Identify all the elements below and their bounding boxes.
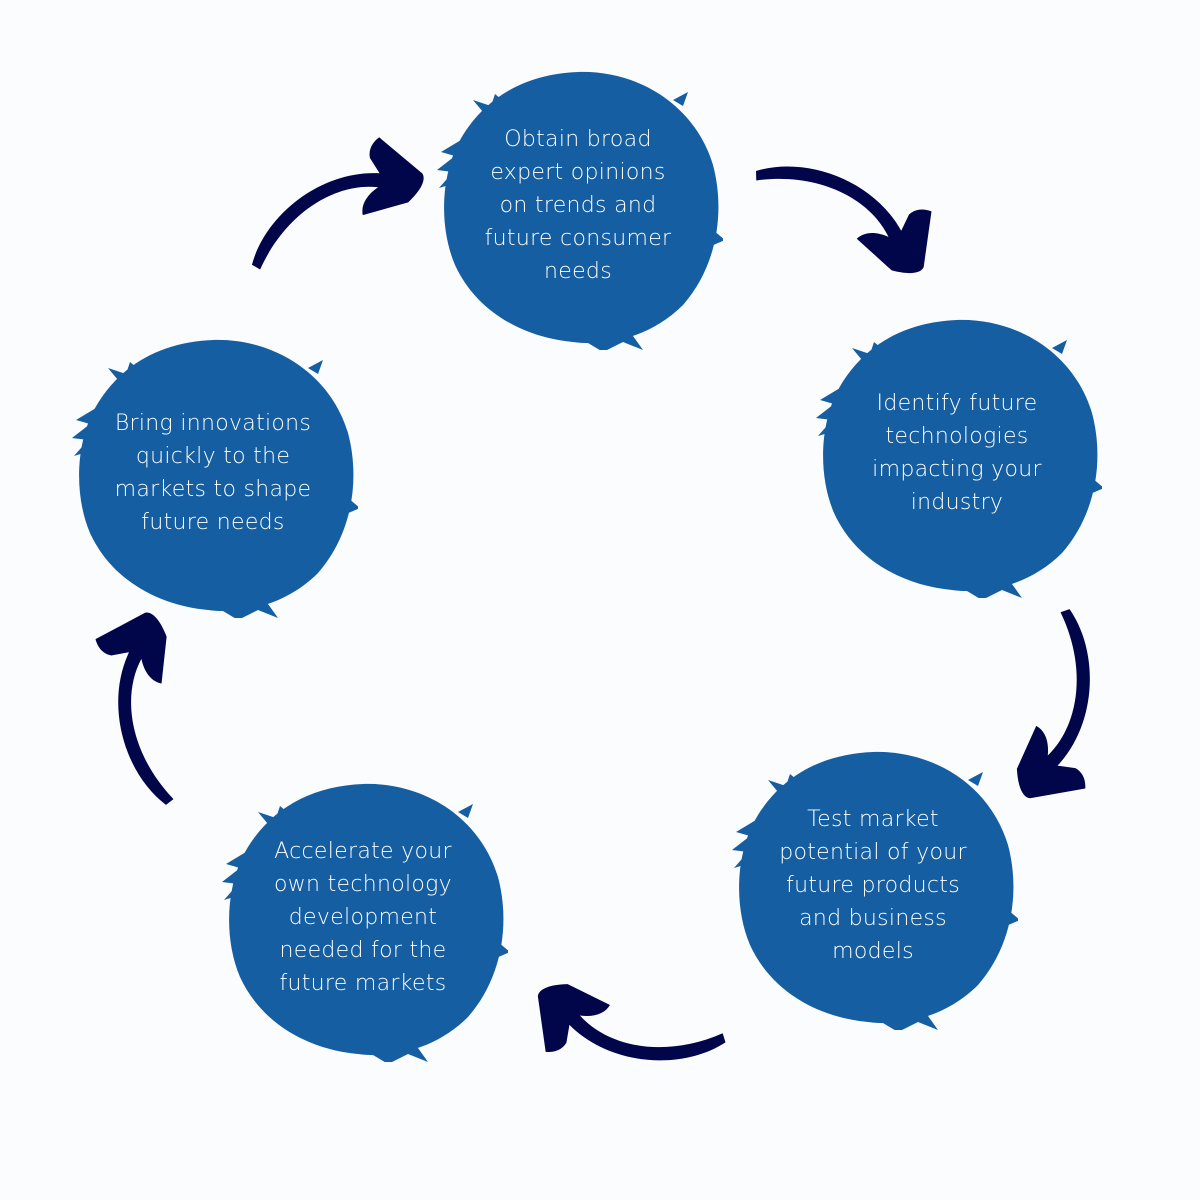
arrow-1-icon	[744, 161, 936, 276]
node-label: Identify future technologies impacting y…	[872, 391, 1042, 515]
arrow-5-icon	[244, 120, 429, 317]
brush-circle-icon	[732, 751, 1018, 1030]
arrow-4-icon	[72, 608, 237, 810]
brush-circle-icon	[222, 783, 508, 1062]
arrow-3-icon	[536, 962, 727, 1078]
cycle-node-identify-technologies: Identify future technologies impacting y…	[812, 308, 1102, 598]
brush-circle-icon	[72, 339, 358, 618]
brush-circle-icon	[816, 319, 1102, 598]
node-label: Test market potential of your future pro…	[779, 806, 967, 964]
node-label: Bring innovations quickly to the markets…	[114, 411, 312, 535]
cycle-node-test-market: Test market potential of your future pro…	[728, 740, 1018, 1030]
cycle-node-obtain-opinions: Obtain broad expert opinions on trends a…	[433, 60, 723, 350]
brush-circle-icon	[437, 71, 723, 350]
node-label: Obtain broad expert opinions on trends a…	[484, 126, 672, 284]
node-label: Accelerate your own technology developme…	[274, 838, 452, 996]
cycle-node-bring-innovations: Bring innovations quickly to the markets…	[68, 328, 358, 618]
cycle-node-accelerate-development: Accelerate your own technology developme…	[218, 772, 508, 1062]
